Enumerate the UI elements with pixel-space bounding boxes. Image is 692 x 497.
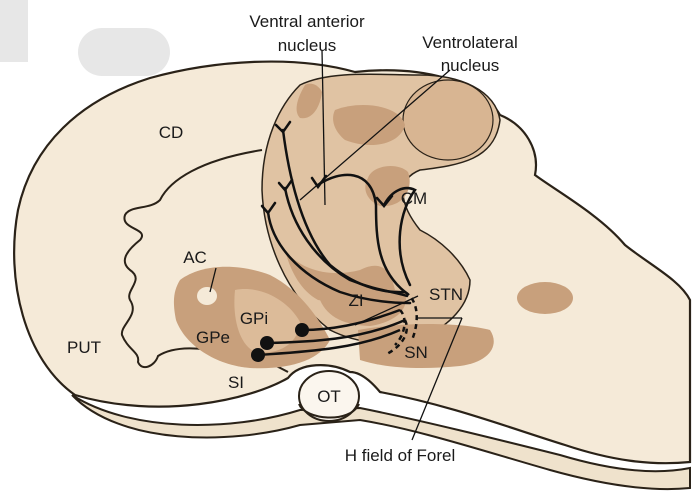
anterior-thalamus-nucleus [403, 80, 493, 160]
label-si: SI [228, 373, 244, 392]
label-ventral-anterior-line2: nucleus [278, 36, 337, 55]
ac-spot [197, 287, 217, 305]
pallidal-neuron [251, 348, 265, 362]
label-ventral-anterior-line1: Ventral anterior [249, 12, 365, 31]
pallidal-neuron [260, 336, 274, 350]
label-ac: AC [183, 248, 207, 267]
label-sn: SN [404, 343, 428, 362]
label-stn: STN [429, 285, 463, 304]
label-ventrolateral-line1: Ventrolateral [422, 33, 517, 52]
pallidal-neuron [295, 323, 309, 337]
label-gpi: GPi [240, 309, 268, 328]
label-cd: CD [159, 123, 184, 142]
label-cm: CM [401, 189, 427, 208]
label-ot: OT [317, 387, 341, 406]
label-zi: ZI [348, 291, 363, 310]
corner-artifact [0, 0, 28, 62]
label-gpe: GPe [196, 328, 230, 347]
pulvinar-patch [517, 282, 573, 314]
label-h-field-of-forel: H field of Forel [345, 446, 456, 465]
corner-artifact-pill [78, 28, 170, 76]
label-put: PUT [67, 338, 101, 357]
label-ventrolateral-line2: nucleus [441, 56, 500, 75]
